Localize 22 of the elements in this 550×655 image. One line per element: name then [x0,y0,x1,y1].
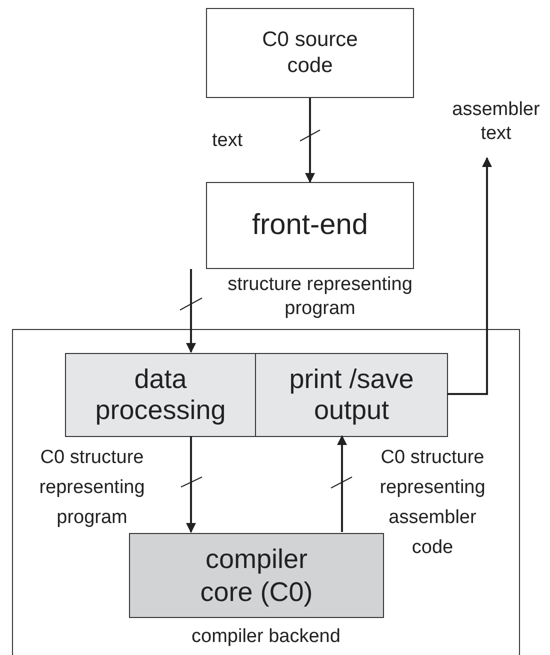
node-label: compiler backend [192,624,340,648]
process-box [129,533,384,618]
node-label: compiler core (C0) [199,542,314,608]
process-box [206,8,414,98]
edge-label: text [212,129,243,153]
process-box [65,353,256,437]
process-box [256,353,448,437]
edge-label: C0 structure representing program [38,446,146,530]
process-box [206,182,414,269]
node-label: data processing [94,364,227,426]
container-box [12,329,520,655]
node-label: C0 source code [261,27,359,79]
arrow [186,436,196,533]
arrow [337,435,347,532]
arrow [447,157,492,395]
node-label: front-end [252,208,368,243]
edge-label: structure representing program [226,273,414,321]
node-label: assembler text [451,98,541,146]
edge-label: C0 structure representing assembler code [378,446,486,560]
arrow [305,98,315,183]
arrow [186,269,196,353]
node-label: print /save output [288,364,415,426]
